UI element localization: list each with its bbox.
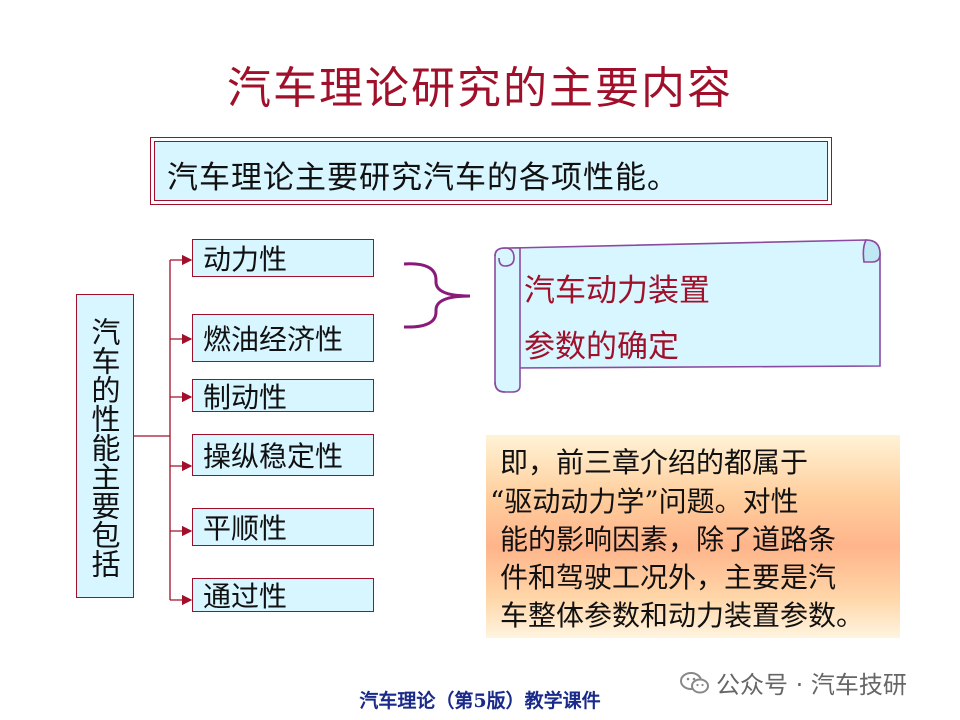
scroll-banner (494, 239, 881, 393)
item-box: 操纵稳定性 (192, 434, 374, 476)
note-line: “驱动动力学”问题。对性 (490, 485, 799, 518)
item-box: 平顺性 (192, 508, 374, 546)
note-line: 件和驾驶工况外，主要是汽 (500, 561, 837, 594)
item-box: 动力性 (192, 239, 374, 277)
watermark-text: 公众号 · 汽车技研 (716, 671, 907, 699)
watermark: 公众号 · 汽车技研 (680, 665, 907, 701)
note-line: 能的影响因素，除了道路条 (500, 523, 837, 556)
note-line: 车整体参数和动力装置参数。 (500, 599, 865, 632)
subtitle-text: 汽车理论主要研究汽车的各项性能。 (167, 160, 679, 196)
performance-heading-text: 汽车的性能主要包括 (87, 316, 121, 578)
item-label: 通过性 (203, 580, 288, 613)
scroll-line: 汽车动力装置 (524, 273, 710, 309)
curly-brace (403, 262, 471, 329)
performance-heading-box: 汽车的性能主要包括 (76, 294, 134, 598)
subtitle-box: 汽车理论主要研究汽车的各项性能。 (150, 137, 832, 205)
item-label: 制动性 (203, 380, 288, 414)
item-box: 燃油经济性 (192, 314, 374, 362)
note-box: 即，前三章介绍的都属于 “驱动动力学”问题。对性 能的影响因素，除了道路条 件和… (486, 435, 900, 638)
item-box: 制动性 (192, 379, 374, 414)
footer-text: 汽车理论（第5版）教学课件 (359, 690, 601, 712)
note-line: 即，前三章介绍的都属于 (500, 446, 809, 479)
scroll-text: 汽车动力装置 参数的确定 (524, 263, 710, 375)
item-box: 通过性 (192, 578, 374, 613)
page-title: 汽车理论研究的主要内容 (227, 63, 733, 114)
scroll-line: 参数的确定 (524, 329, 679, 365)
item-label: 平顺性 (203, 512, 288, 545)
item-label: 燃油经济性 (203, 323, 344, 356)
wechat-icon (680, 671, 710, 701)
item-label: 操纵稳定性 (203, 440, 344, 473)
item-label: 动力性 (203, 243, 288, 276)
